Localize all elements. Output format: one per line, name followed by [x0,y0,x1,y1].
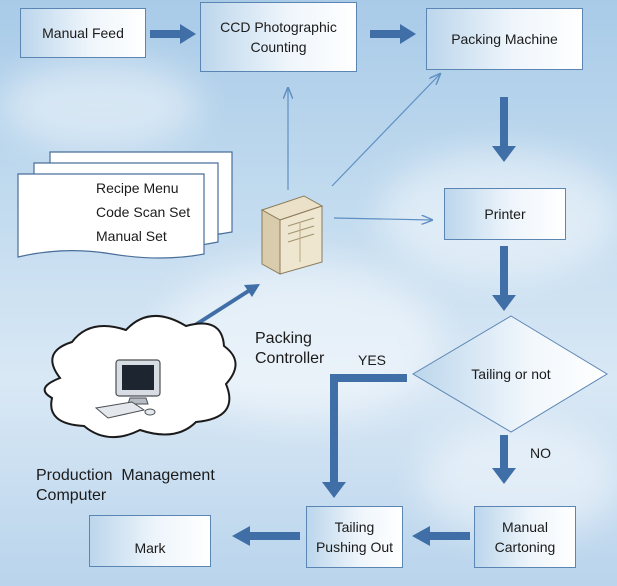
production-line1: Production Management [36,467,215,484]
arrow-decision-to-cartoning [492,435,516,484]
manual-cartoning-line1: Manual [502,519,548,535]
computer-icon [94,359,161,419]
thin-arrows [288,74,440,220]
arrow-printer-to-decision [492,246,516,311]
yes-label: YES [358,352,387,368]
mark-label: Mark [134,540,166,556]
ccd-counting-box: CCD Photographic Counting [200,2,357,72]
decision-diamond [412,315,608,433]
printer-box: Printer [444,188,566,240]
arrow-tailing-to-mark [232,526,300,546]
printer-label: Printer [484,206,526,222]
thick-arrows [150,24,516,546]
manual-feed-box: Manual Feed [20,8,146,58]
tailing-pushing-out-box: Tailing Pushing Out [306,506,403,568]
production-line2: Computer [36,487,107,504]
packing-controller-line2: Controller [255,350,325,367]
arrow-cartoning-to-tailing [412,526,470,546]
production-computer-label: Production Management Computer [36,466,215,506]
menu-item-manual-set: Manual Set [96,228,167,244]
arrow-decision-yes [322,374,407,498]
thin-arrow-to-printer [333,218,432,220]
menu-pages [17,151,233,259]
no-label: NO [530,445,551,461]
mark-box: Mark [89,515,211,567]
background-cloud [0,60,200,150]
packing-controller-label: Packing Controller [255,329,324,369]
manual-cartoning-box: Manual Cartoning [474,506,576,568]
packing-machine-box: Packing Machine [426,8,583,70]
manual-cartoning-line2: Cartoning [494,539,556,555]
ccd-label-line1: CCD Photographic [220,19,337,35]
manual-feed-label: Manual Feed [42,25,124,41]
packing-controller-line1: Packing [255,330,312,347]
decision-label: Tailing or not [471,366,551,382]
ccd-label-line2: Counting [250,39,307,55]
tailing-push-line2: Pushing Out [315,539,394,555]
arrow-ccd-to-packing [370,24,416,44]
tailing-push-line1: Tailing [334,519,375,535]
server-icon [260,195,324,275]
arrow-feed-to-ccd [150,24,196,44]
menu-item-recipe: Recipe Menu [96,180,179,196]
menu-item-code-scan: Code Scan Set [96,204,191,220]
thin-arrow-to-packing [331,74,440,187]
arrow-packing-to-printer [492,97,516,162]
packing-machine-label: Packing Machine [451,31,558,47]
